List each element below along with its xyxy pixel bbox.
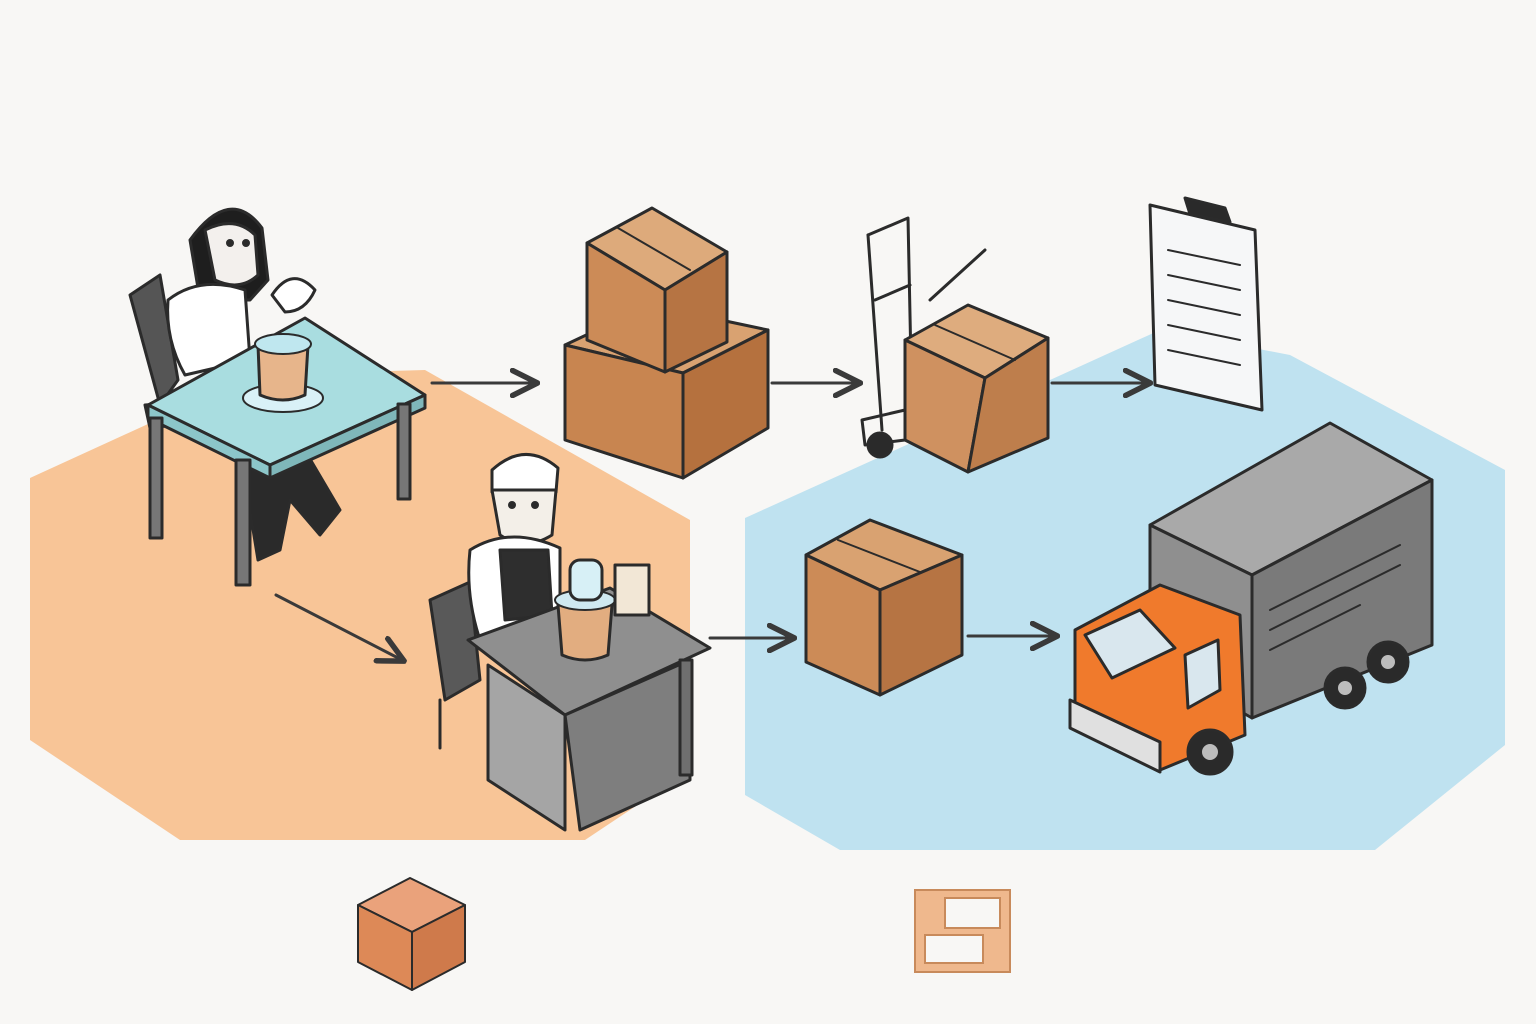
worker-b-station (428, 453, 712, 832)
chair-b (428, 580, 482, 702)
legend (357, 877, 1011, 991)
stacked-boxes-icon (563, 206, 770, 480)
flow-arrows (274, 383, 1148, 660)
legend-shipping-label-icon (914, 889, 1011, 973)
clipboard-checklist-icon (1148, 196, 1264, 412)
packing-table (146, 277, 427, 587)
worker-a-station (128, 207, 427, 587)
cardboard-box-on-handtruck (903, 303, 1050, 474)
arrow-table-to-desk (274, 593, 402, 660)
chair-a (128, 273, 180, 407)
legend-box-icon (357, 877, 466, 991)
cardboard-box-icon (804, 518, 964, 697)
man-worker-icon (467, 453, 562, 642)
delivery-truck-icon (1068, 421, 1434, 776)
